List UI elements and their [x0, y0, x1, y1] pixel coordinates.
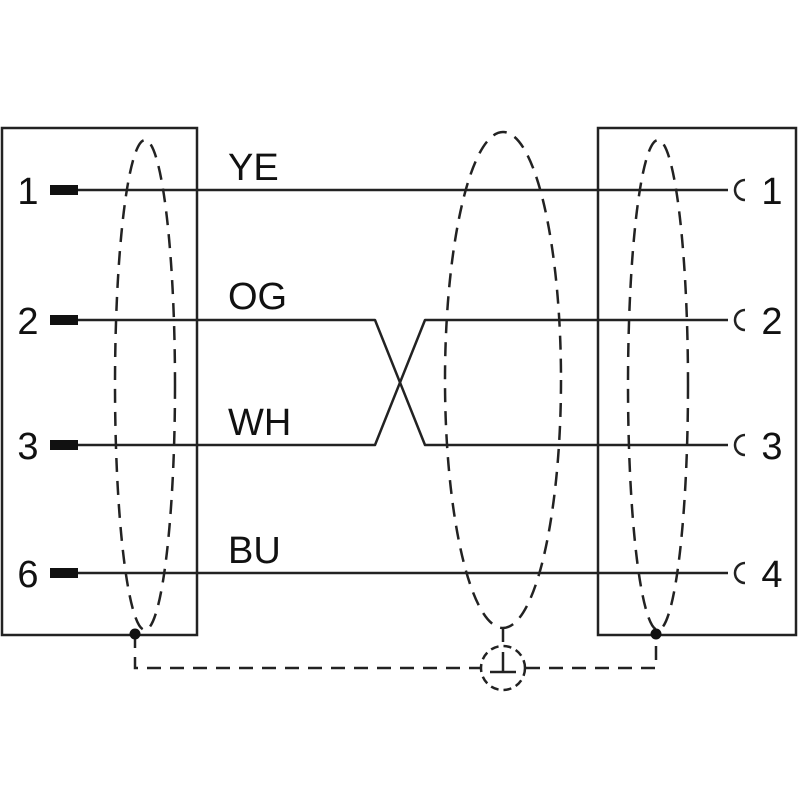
wire-wh	[78, 318, 728, 447]
right-shield-ellipse	[626, 138, 690, 632]
right-connector-housing	[596, 126, 798, 637]
right-pin-label: 3	[761, 426, 782, 468]
left-pin-marker	[50, 185, 78, 195]
left-shield-ellipse	[113, 138, 177, 632]
wire-color-label: YE	[228, 147, 279, 189]
left-pin-label: 2	[17, 301, 38, 343]
center-shield-ellipse	[443, 130, 563, 630]
left-pin-marker	[50, 315, 78, 325]
shield-junction-dot	[129, 628, 141, 640]
right-socket-marker	[733, 433, 746, 457]
left-pin-label: 3	[17, 426, 38, 468]
ground-icon	[479, 644, 527, 692]
right-pin-label: 4	[761, 554, 782, 596]
left-pin-marker	[50, 440, 78, 450]
left-connector-housing	[0, 126, 199, 637]
right-pin-label: 1	[761, 171, 782, 213]
shield-ground-line	[526, 634, 658, 670]
shield-junction-dot	[650, 628, 662, 640]
right-socket-marker	[733, 561, 746, 585]
left-pin-marker	[50, 568, 78, 578]
left-pin-label: 6	[17, 554, 38, 596]
left-pin-label: 1	[17, 171, 38, 213]
shield-ground-line	[133, 634, 480, 670]
right-pin-label: 2	[761, 301, 782, 343]
right-socket-marker	[733, 308, 746, 332]
wire-color-label: WH	[228, 402, 291, 444]
wire-color-label: BU	[228, 530, 281, 572]
right-socket-marker	[733, 178, 746, 202]
wire-color-label: OG	[228, 276, 287, 318]
